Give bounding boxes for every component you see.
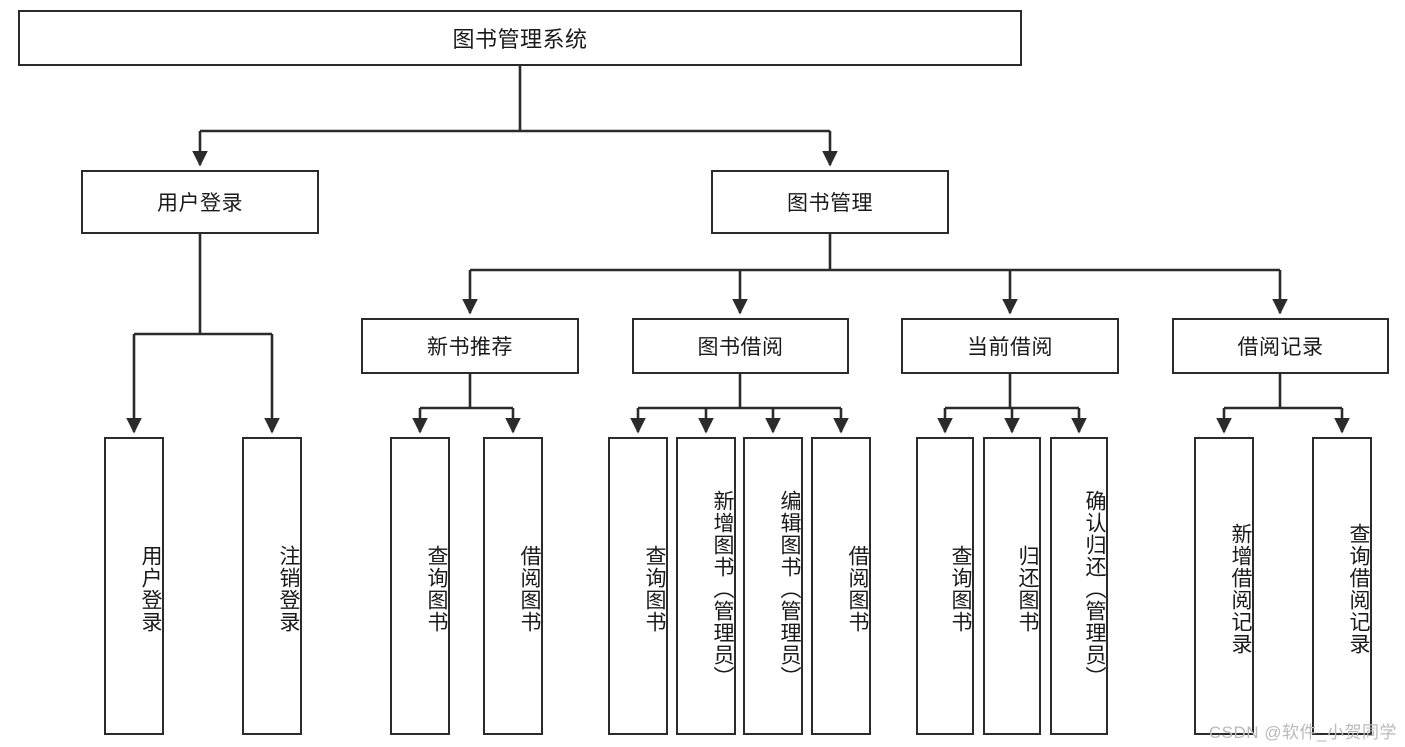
leaf-label: 查询借阅记录 [1347, 523, 1370, 655]
node-level2-user-login[interactable]: 用户登录 [81, 170, 319, 234]
node-leaf-logout[interactable]: 注销登录 [242, 437, 302, 735]
node-level3-current-borrow[interactable]: 当前借阅 [901, 318, 1119, 374]
node-leaf-query-borrow-record[interactable]: 查询借阅记录 [1312, 437, 1372, 735]
leaf-label: 新增借阅记录 [1229, 523, 1252, 655]
node-level3-borrow-record[interactable]: 借阅记录 [1172, 318, 1389, 374]
node-leaf-return-book[interactable]: 归还图书 [983, 437, 1041, 735]
node-root[interactable]: 图书管理系统 [18, 10, 1022, 66]
leaf-label: 新增图书（管理员） [711, 490, 734, 688]
leaf-label: 用户登录 [139, 545, 162, 633]
node-leaf-confirm-return-admin[interactable]: 确认归还（管理员） [1050, 437, 1108, 735]
node-leaf-user-login[interactable]: 用户登录 [104, 437, 164, 735]
leaf-label: 查询图书 [949, 545, 972, 633]
node-leaf-add-borrow-record[interactable]: 新增借阅记录 [1194, 437, 1254, 735]
node-leaf-borrow-book[interactable]: 借阅图书 [811, 437, 871, 735]
node-leaf-add-book-admin[interactable]: 新增图书（管理员） [676, 437, 736, 735]
node-level3-new-book-recommend[interactable]: 新书推荐 [361, 318, 579, 374]
node-level2-book-mgmt[interactable]: 图书管理 [711, 170, 949, 234]
leaf-label: 编辑图书（管理员） [778, 490, 801, 688]
node-level3-book-borrow[interactable]: 图书借阅 [632, 318, 849, 374]
node-leaf-borrow-book-new[interactable]: 借阅图书 [483, 437, 543, 735]
leaf-label: 借阅图书 [518, 545, 541, 633]
leaf-label: 查询图书 [643, 545, 666, 633]
leaf-label: 归还图书 [1016, 545, 1039, 633]
node-leaf-query-book-new[interactable]: 查询图书 [390, 437, 450, 735]
leaf-label: 查询图书 [425, 545, 448, 633]
node-leaf-query-book[interactable]: 查询图书 [608, 437, 668, 735]
node-leaf-query-book-current[interactable]: 查询图书 [916, 437, 974, 735]
csdn-watermark: CSDN @软件_小贺同学 [1208, 723, 1397, 742]
node-leaf-edit-book-admin[interactable]: 编辑图书（管理员） [743, 437, 803, 735]
leaf-label: 注销登录 [277, 545, 300, 633]
leaf-label: 借阅图书 [846, 545, 869, 633]
leaf-label: 确认归还（管理员） [1083, 490, 1106, 688]
